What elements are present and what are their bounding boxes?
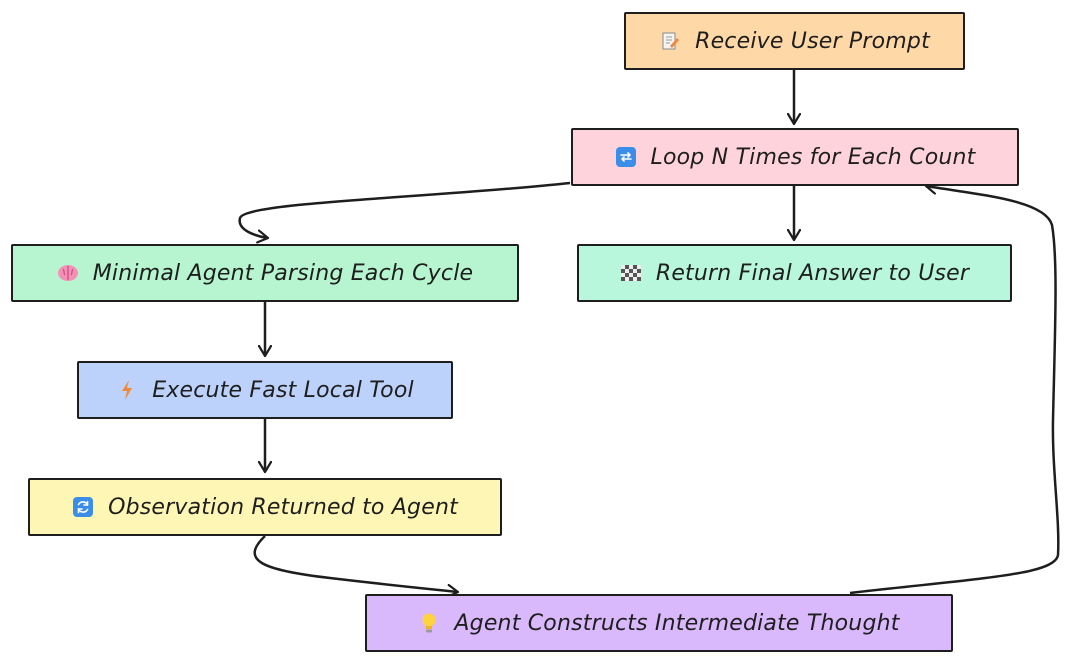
- node-agent-constructs-thought: Agent Constructs Intermediate Thought: [365, 594, 953, 652]
- lightning-icon: [116, 379, 138, 401]
- node-loop-n-times: Loop N Times for Each Count: [571, 128, 1019, 186]
- lightbulb-icon: [418, 612, 440, 634]
- brain-icon: [57, 262, 79, 284]
- arrow-loop-to-minimal: [238, 181, 571, 238]
- arrow-observation-to-thought: [253, 535, 458, 592]
- refresh-icon: [72, 496, 94, 518]
- node-execute-fast-local-tool: Execute Fast Local Tool: [77, 361, 453, 419]
- node-minimal-agent: Minimal Agent Parsing Each Cycle: [11, 244, 519, 302]
- node-observation-label: Observation Returned to Agent: [108, 494, 458, 520]
- node-receive-label: Receive User Prompt: [695, 28, 930, 54]
- repeat-icon: [615, 146, 637, 168]
- checkered-flag-icon: [620, 262, 642, 284]
- node-loop-label: Loop N Times for Each Count: [650, 144, 976, 170]
- node-receive-user-prompt: Receive User Prompt: [624, 12, 965, 70]
- node-final-label: Return Final Answer to User: [655, 260, 970, 286]
- node-minimal-label: Minimal Agent Parsing Each Cycle: [92, 260, 474, 286]
- node-thought-label: Agent Constructs Intermediate Thought: [454, 610, 900, 636]
- arrow-thought-to-loop: [849, 186, 1060, 595]
- node-observation-returned: Observation Returned to Agent: [28, 478, 502, 536]
- memo-icon: [659, 30, 681, 52]
- node-execute-label: Execute Fast Local Tool: [152, 377, 414, 403]
- node-return-final-answer: Return Final Answer to User: [577, 244, 1012, 302]
